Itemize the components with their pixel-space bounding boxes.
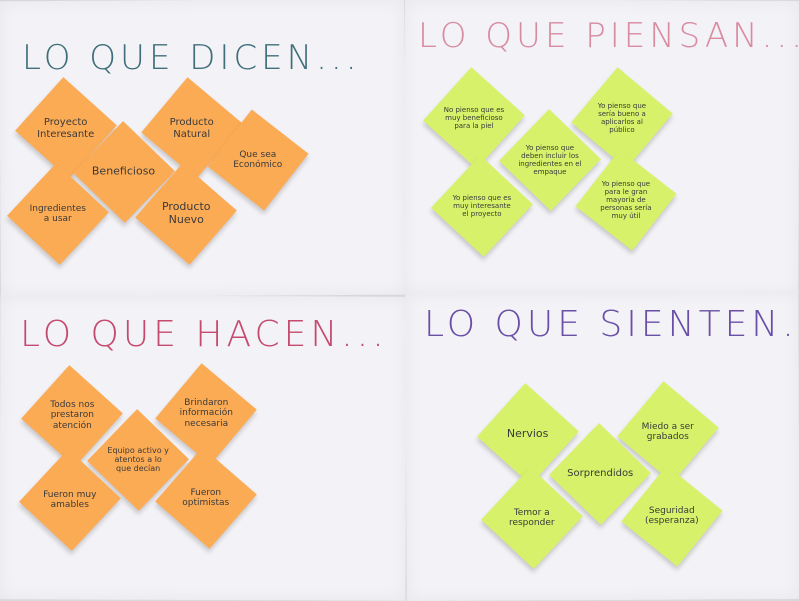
title-say: LO QUE DICEN... xyxy=(22,38,361,78)
title-think: LO QUE PIENSAN... xyxy=(418,16,799,56)
title-do: LO QUE HACEN... xyxy=(20,314,388,355)
title-feel: LO QUE SIENTEN... xyxy=(424,304,799,345)
